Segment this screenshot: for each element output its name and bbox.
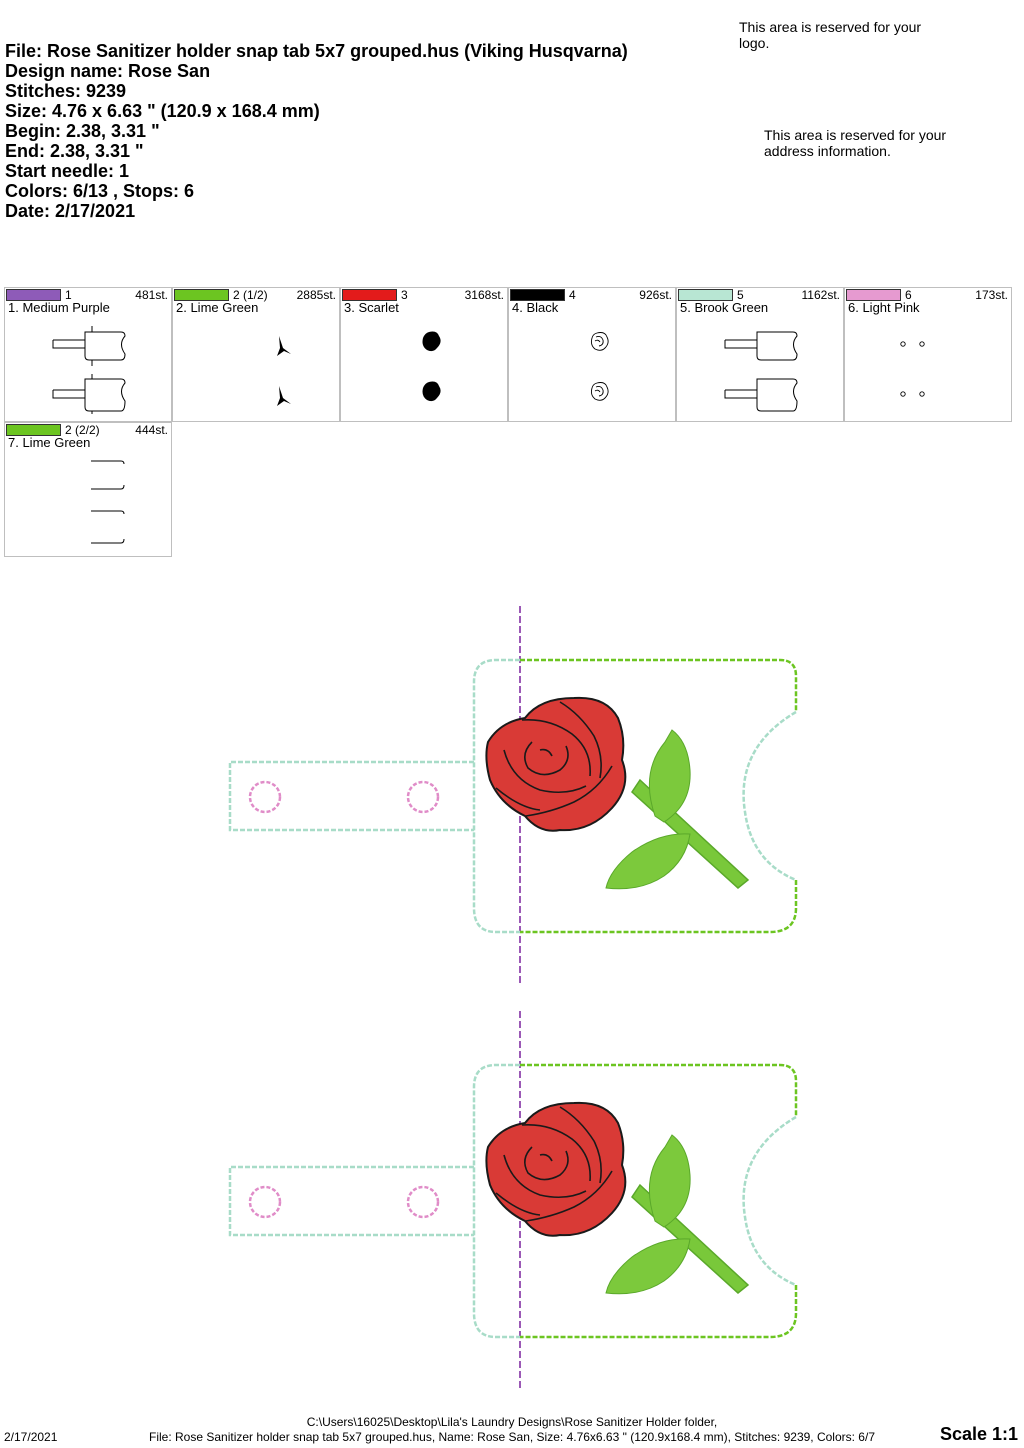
- step-number: 2 (1/2): [233, 288, 268, 302]
- step-number: 1: [65, 288, 72, 302]
- stitch-count: Stitches: 9239: [5, 81, 127, 101]
- step-color-name: 4. Black: [512, 300, 559, 315]
- rose-holder-top: [228, 604, 798, 987]
- color-step-2: 2 (1/2) 2885st. 2. Lime Green: [172, 287, 340, 422]
- step-stitches: 173st.: [975, 288, 1008, 302]
- step-color-name: 3. Scarlet: [344, 300, 399, 315]
- color-step-3: 3 3168st. 3. Scarlet: [340, 287, 508, 422]
- step-stitches: 1162st.: [801, 288, 840, 302]
- color-swatch: [6, 424, 61, 436]
- snap-tab-outline-icon: [724, 331, 798, 412]
- step-color-name: 6. Light Pink: [848, 300, 920, 315]
- color-step-4: 4 926st. 4. Black: [508, 287, 676, 422]
- color-swatch: [846, 289, 901, 301]
- color-swatch: [6, 289, 61, 301]
- color-step-1: 1 481st. 1. Medium Purple: [4, 287, 172, 422]
- color-swatch: [342, 289, 397, 301]
- color-swatch: [174, 289, 229, 301]
- edge-segments-icon: [91, 460, 125, 544]
- step-stitches: 2885st.: [296, 288, 336, 302]
- step-number: 3: [401, 288, 408, 302]
- color-step-7: 2 (2/2) 444st. 7. Lime Green: [4, 422, 172, 557]
- step-color-name: 1. Medium Purple: [8, 300, 110, 315]
- rose-fill-icon: [422, 331, 441, 402]
- snap-tab-outline-icon: [52, 326, 126, 414]
- color-swatch: [678, 289, 733, 301]
- step-stitches: 3168st.: [464, 288, 504, 302]
- colors-stops: Colors: 6/13 , Stops: 6: [5, 181, 195, 201]
- logo-placeholder: This area is reserved for your logo.: [739, 19, 922, 51]
- step-color-name: 2. Lime Green: [176, 300, 259, 315]
- design-info: File: Rose Sanitizer holder snap tab 5x7…: [5, 41, 628, 221]
- stitch-preview: [228, 604, 798, 1392]
- leaf-stem-icon: [277, 336, 291, 406]
- rose-outline-icon: [590, 332, 609, 401]
- scale-label: Scale 1:1: [939, 1424, 1018, 1444]
- step-number: 4: [569, 288, 576, 302]
- step-stitches: 444st.: [135, 423, 168, 437]
- color-step-5: 5 1162st. 5. Brook Green: [676, 287, 844, 422]
- end-point: End: 2.38, 3.31 ": [5, 141, 144, 161]
- start-needle: Start needle: 1: [5, 161, 130, 181]
- address-placeholder: This area is reserved for your address i…: [764, 127, 947, 159]
- footer-summary: File: Rose Sanitizer holder snap tab 5x7…: [149, 1430, 875, 1444]
- snap-circles-icon: [900, 341, 925, 397]
- color-step-6: 6 173st. 6. Light Pink: [844, 287, 1012, 422]
- step-stitches: 481st.: [135, 288, 168, 302]
- design-name: Design name: Rose San: [5, 61, 211, 81]
- footer-path: C:\Users\16025\Desktop\Lila's Laundry De…: [306, 1415, 718, 1429]
- step-number: 6: [905, 288, 912, 302]
- design-date: Date: 2/17/2021: [5, 201, 136, 221]
- begin-point: Begin: 2.38, 3.31 ": [5, 121, 160, 141]
- step-number: 5: [737, 288, 744, 302]
- step-color-name: 5. Brook Green: [680, 300, 769, 315]
- design-size: Size: 4.76 x 6.63 " (120.9 x 168.4 mm): [5, 101, 320, 121]
- step-stitches: 926st.: [639, 288, 672, 302]
- step-color-name: 7. Lime Green: [8, 435, 91, 450]
- rose-holder-bottom: [228, 1009, 798, 1392]
- file-line: File: Rose Sanitizer holder snap tab 5x7…: [5, 41, 628, 61]
- footer-date: 2/17/2021: [4, 1430, 58, 1444]
- color-swatch: [510, 289, 565, 301]
- step-number: 2 (2/2): [65, 423, 100, 437]
